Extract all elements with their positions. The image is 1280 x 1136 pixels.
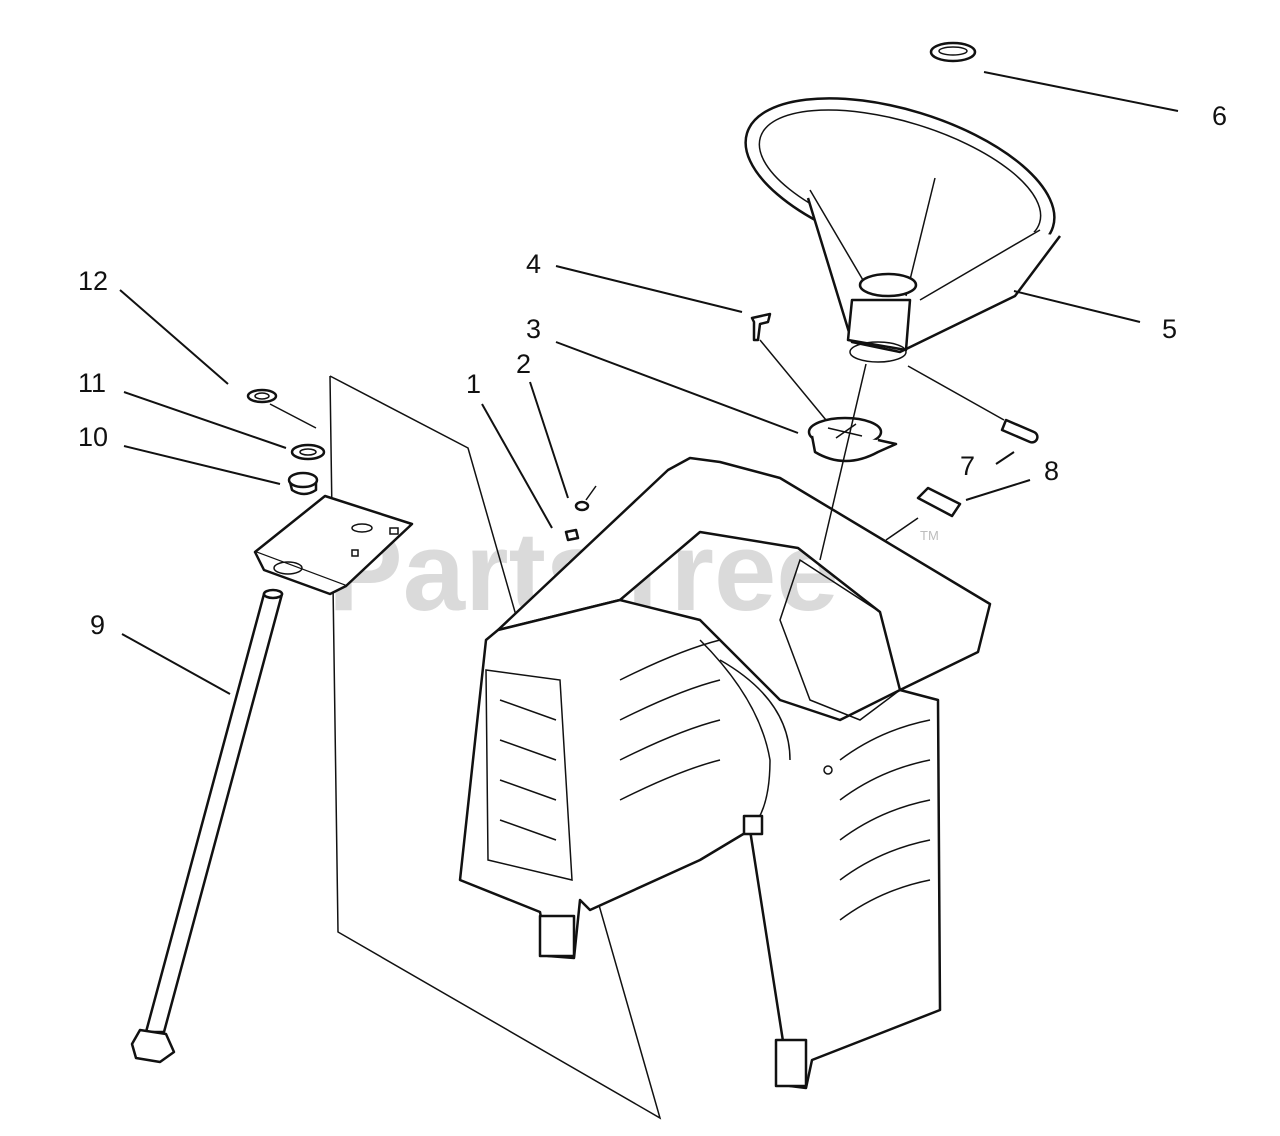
leader-10 [123, 445, 281, 485]
leader-2 [529, 381, 569, 499]
watermark-trademark: TM [920, 528, 939, 543]
part-2-washer[interactable] [574, 500, 590, 512]
leader-12 [119, 289, 229, 385]
leader-1 [481, 403, 553, 529]
leader-7 [995, 451, 1015, 465]
callout-8[interactable]: 8 [1044, 456, 1059, 486]
callout-5[interactable]: 5 [1162, 314, 1177, 344]
part-10-bushing[interactable] [287, 471, 319, 496]
callout-12[interactable]: 12 [78, 266, 108, 296]
part-3-hub[interactable] [807, 416, 898, 463]
leader-9 [121, 633, 231, 695]
leader-11 [123, 391, 287, 449]
leader-lines [119, 71, 1179, 695]
part-6-cap[interactable] [929, 41, 977, 63]
callout-6[interactable]: 6 [1212, 101, 1227, 131]
part-12-washer[interactable] [246, 388, 278, 404]
callout-9[interactable]: 9 [90, 610, 105, 640]
leader-8 [965, 479, 1031, 501]
callout-4[interactable]: 4 [526, 249, 541, 279]
leader-6 [983, 71, 1179, 112]
callout-1[interactable]: 1 [466, 369, 481, 399]
callout-7[interactable]: 7 [960, 451, 975, 481]
callouts: 6 5 4 3 2 1 7 8 12 11 10 9 [78, 101, 1227, 640]
callout-2[interactable]: 2 [516, 349, 531, 379]
part-1-nut[interactable] [564, 528, 580, 542]
part-7-pin[interactable] [1000, 418, 1039, 444]
callout-10[interactable]: 10 [78, 422, 108, 452]
part-4-screw[interactable] [750, 312, 772, 342]
part-11-washer[interactable] [290, 443, 326, 461]
callout-3[interactable]: 3 [526, 314, 541, 344]
dash-housing [458, 456, 992, 1090]
assembly-frame [329, 375, 662, 1120]
part-5-steering-wheel[interactable] [727, 66, 1074, 363]
leader-5 [1013, 290, 1141, 323]
mounting-plate [253, 494, 414, 596]
leader-4 [555, 265, 743, 313]
part-9-shaft[interactable] [130, 588, 284, 1064]
part-8-key[interactable] [916, 486, 962, 518]
leader-3 [555, 341, 799, 434]
callout-11[interactable]: 11 [78, 368, 106, 398]
